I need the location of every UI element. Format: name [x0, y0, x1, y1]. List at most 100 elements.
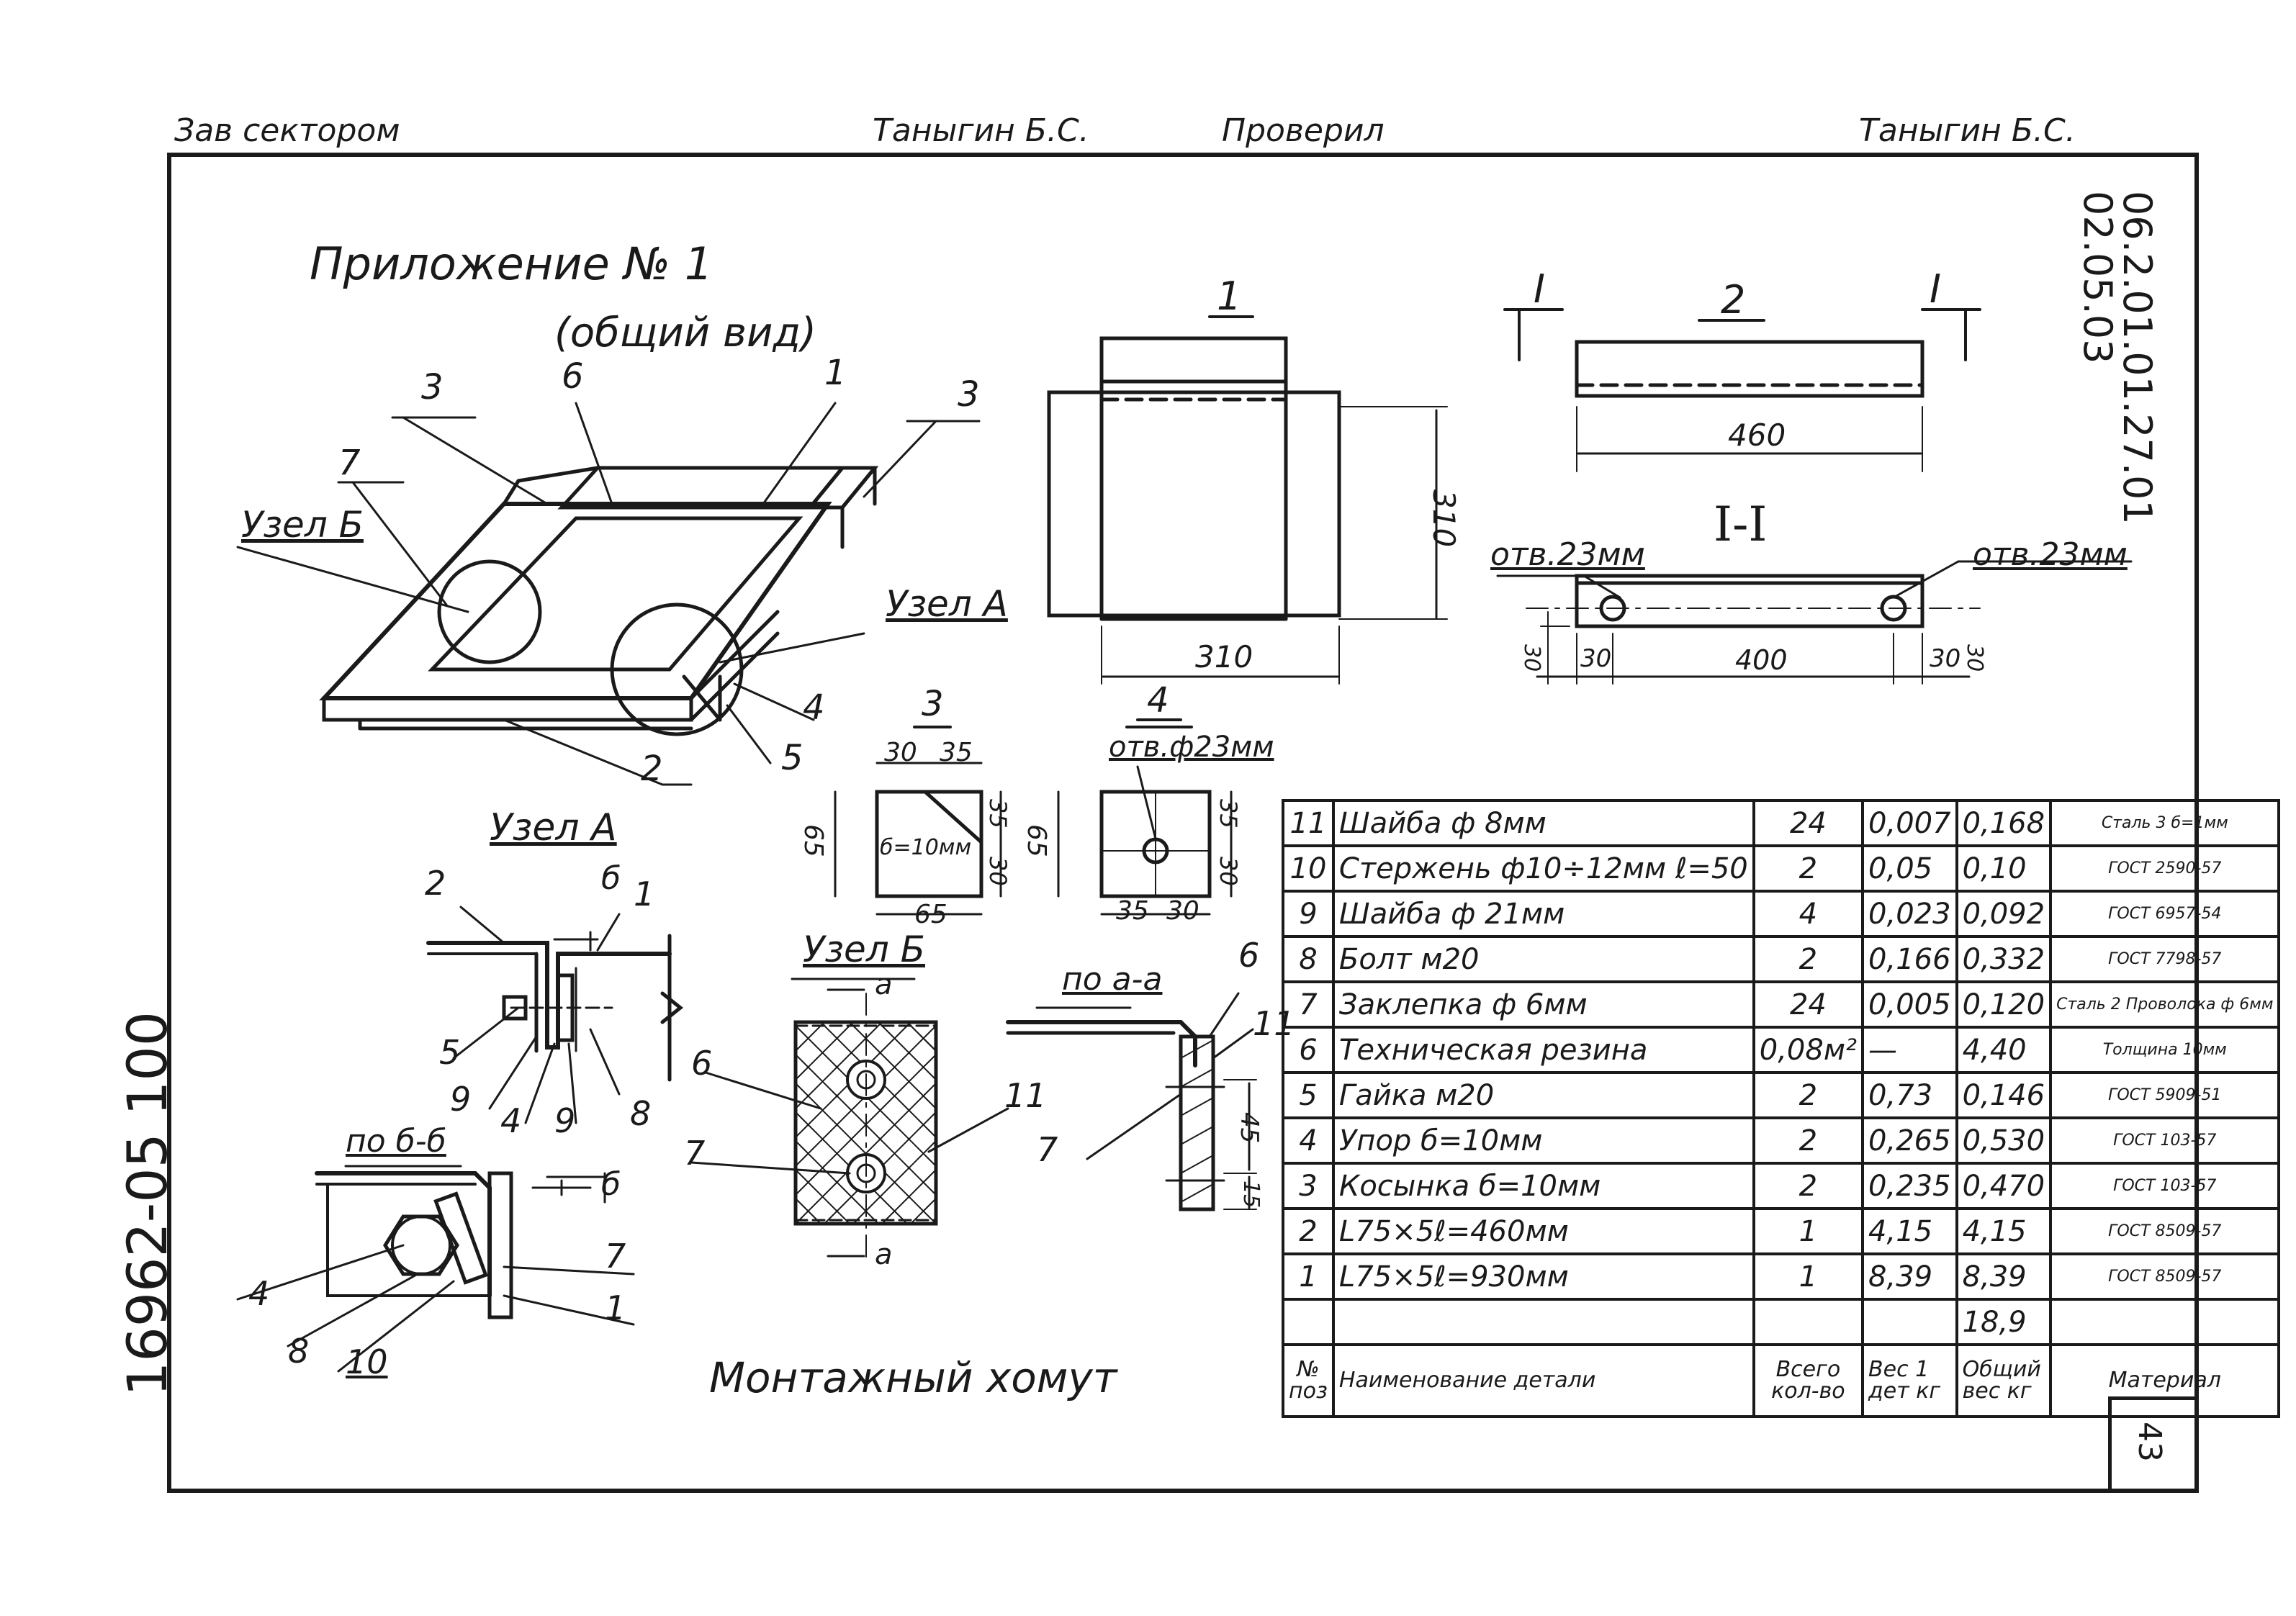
spec-cell-qty: 2: [1752, 1116, 1865, 1165]
part-3-dim-side-b: 30: [984, 857, 1012, 886]
spec-cell-qty: 24: [1752, 799, 1865, 847]
general-view-subtitle: (общий вид): [554, 310, 816, 356]
role-label-1: Зав сектором: [174, 112, 400, 149]
spec-cell-pos: 8: [1282, 935, 1335, 983]
node-a-callout-8: 8: [630, 1094, 652, 1133]
part-1-number: 1: [1217, 274, 1242, 319]
spec-cell-material: ГОСТ 5909-51: [2049, 1071, 2281, 1119]
section-b-callout-8: 8: [288, 1332, 310, 1371]
spec-cell-pos: 4: [1282, 1116, 1335, 1165]
spec-cell-unit-w: 0,73: [1861, 1071, 1958, 1119]
spec-cell-qty: 2: [1752, 844, 1865, 893]
spec-cell-qty: 2: [1752, 935, 1865, 983]
node-b-callout-11: 11: [1004, 1076, 1047, 1115]
footer-title: Монтажный хомут: [709, 1353, 1117, 1402]
node-b-detail-title: Узел Б: [803, 929, 925, 970]
section-I-dim-left-v: 30: [1519, 644, 1544, 672]
node-a-callout-5: 5: [439, 1033, 461, 1072]
callout-6: 6: [562, 356, 584, 397]
node-b-section-mark-top: а: [875, 968, 893, 1001]
section-I-dim-right-v: 30: [1962, 644, 1987, 672]
part-4-dim-left: 65: [1022, 824, 1051, 857]
node-a-callout-9-right: 9: [554, 1101, 576, 1140]
part-4-dim-bottom-a: 35: [1116, 896, 1149, 926]
spec-cell-material: ГОСТ 103-57: [2049, 1116, 2281, 1165]
spec-cell-unit-w: 0,007: [1861, 799, 1958, 847]
callout-5: 5: [781, 738, 803, 778]
section-a-drawing: [1006, 992, 1257, 1211]
node-b-drawing: [690, 978, 1009, 1260]
callout-3-left: 3: [421, 367, 444, 407]
section-I-title: I-I: [1714, 497, 1768, 552]
node-a-label: Узел А: [886, 583, 1008, 625]
spec-cell-unit-w: 4,15: [1861, 1207, 1958, 1255]
name-label-1: Таныгин Б.С.: [873, 112, 1089, 149]
part-3-number: 3: [922, 684, 944, 724]
part-4-number: 4: [1147, 680, 1169, 721]
spec-cell-material: ГОСТ 7798-57: [2049, 935, 2281, 983]
spec-cell-material: Сталь 2 Проволока ф 6мм: [2049, 980, 2281, 1029]
spec-cell-pos: 6: [1282, 1026, 1335, 1074]
signature-row: Зав сектором Таныгин Б.С. Проверил Таныг…: [167, 107, 2199, 153]
spec-header-qty: Всего кол-во: [1752, 1343, 1865, 1418]
spec-cell-qty: 24: [1752, 980, 1865, 1029]
callout-7: 7: [338, 443, 361, 483]
section-mark-left: I: [1534, 266, 1545, 312]
spec-total-weight: 18,9: [1955, 1298, 2053, 1346]
section-b-drawing: [236, 1165, 635, 1373]
section-a-dim-15: 15: [1238, 1181, 1264, 1209]
section-a-title: по а-а: [1062, 961, 1163, 998]
spec-cell-total-w: 0,530: [1955, 1116, 2053, 1165]
spec-cell-material: ГОСТ 8509-57: [2049, 1207, 2281, 1255]
part-4-hole-label: отв.ф23мм: [1109, 731, 1274, 764]
node-b-section-mark-bottom: а: [875, 1238, 893, 1271]
spec-cell-name: Шайба ф 8мм: [1331, 799, 1755, 847]
section-a-dim-45: 45: [1235, 1112, 1264, 1144]
spec-cell-name: Гайка м20: [1331, 1071, 1755, 1119]
appendix-title: Приложение № 1: [310, 238, 713, 290]
spec-cell-unit-w: 0,166: [1861, 935, 1958, 983]
section-b-callout-1: 1: [605, 1288, 626, 1327]
spec-total-empty-cell: [1282, 1298, 1335, 1346]
part-3-drawing: [834, 726, 1002, 916]
spec-cell-name: Заклепка ф 6мм: [1331, 980, 1755, 1029]
node-b-label: Узел Б: [241, 504, 364, 546]
section-I-dim-right: 30: [1930, 644, 1961, 673]
spec-header-unit-w: Вес 1 дет кг: [1861, 1343, 1958, 1418]
spec-cell-total-w: 0,10: [1955, 844, 2053, 893]
spec-cell-material: Сталь 3 б=1мм: [2049, 799, 2281, 847]
part-2-length-dim: 460: [1728, 417, 1786, 453]
node-a-callout-9-left: 9: [450, 1080, 472, 1119]
spec-cell-unit-w: 0,265: [1861, 1116, 1958, 1165]
callout-2: 2: [641, 749, 663, 789]
part-3-dim-bottom: 65: [914, 900, 947, 929]
part-3-dim-top-b: 35: [940, 738, 973, 767]
spec-header-total-w: Общий вес кг: [1955, 1343, 2053, 1418]
section-I-drawing: [1496, 560, 2133, 685]
part-4-drawing: [1057, 718, 1233, 916]
hole-label-right: отв.23мм: [1973, 536, 2128, 573]
callout-3-right: 3: [958, 374, 980, 415]
spec-cell-total-w: 0,146: [1955, 1071, 2053, 1119]
spec-cell-pos: 9: [1282, 890, 1335, 938]
spec-cell-name: Шайба ф 21мм: [1331, 890, 1755, 938]
hole-label-left: отв.23мм: [1490, 536, 1645, 573]
section-I-dim-mid: 400: [1735, 644, 1788, 676]
spec-cell-material: ГОСТ 2590-57: [2049, 844, 2281, 893]
spec-cell-unit-w: 0,005: [1861, 980, 1958, 1029]
spec-cell-qty: 1: [1752, 1207, 1865, 1255]
part-3-dim-side-a: 35: [984, 799, 1012, 829]
section-I-dim-left: 30: [1580, 644, 1612, 673]
part-4-dim-right-a: 35: [1215, 799, 1242, 829]
general-view-assembly: [236, 402, 981, 786]
spec-cell-total-w: 0,092: [1955, 890, 2053, 938]
